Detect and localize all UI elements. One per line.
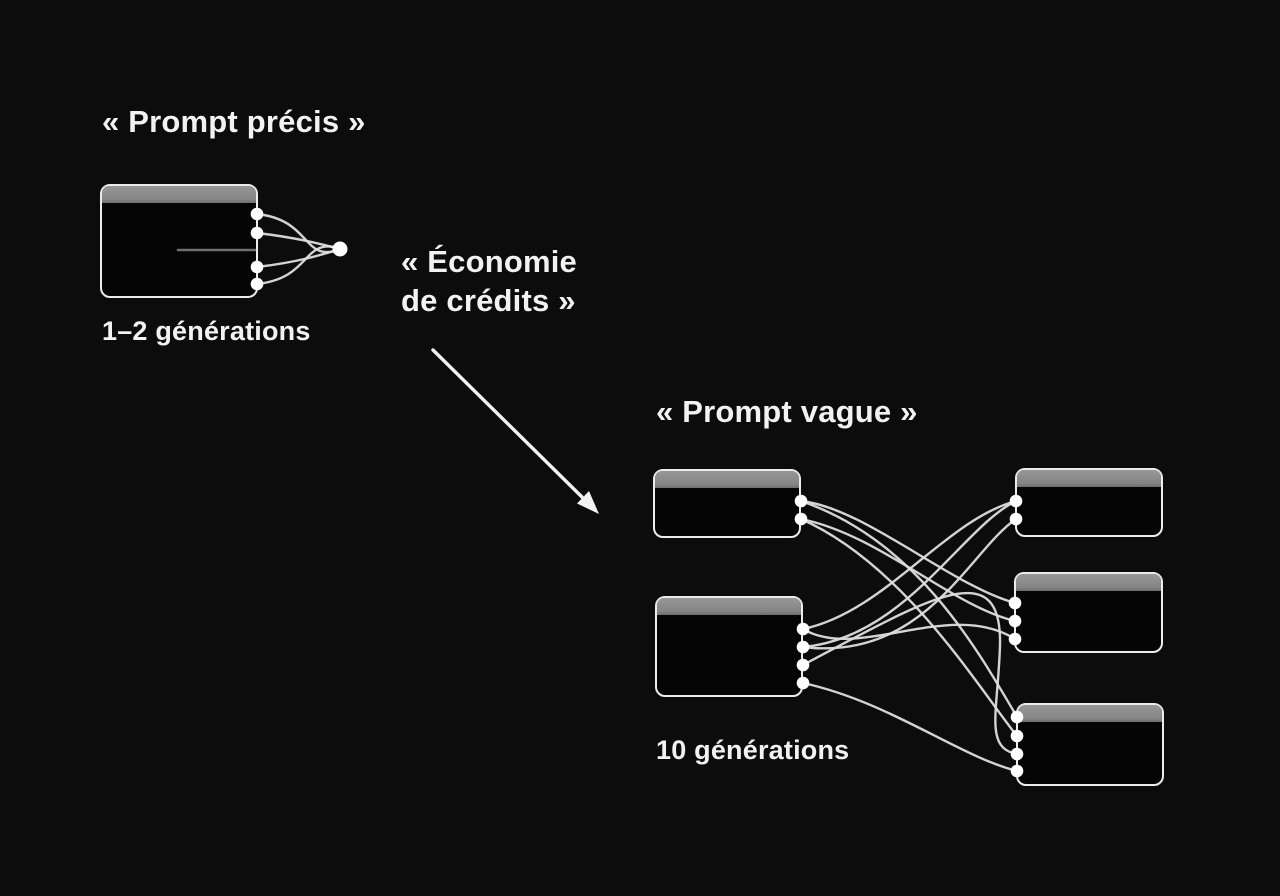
wire [799, 517, 1019, 738]
vague-cluster-title: « Prompt vague » [656, 394, 918, 429]
vague-output-node-1 [1015, 468, 1163, 537]
wire [801, 591, 1019, 756]
output-point-dot [332, 241, 348, 257]
economy-arrow-icon [431, 348, 599, 514]
precise-cluster-title: « Prompt précis » [102, 104, 366, 139]
node-header [655, 471, 799, 488]
economy-label-line2: de crédits » [401, 283, 576, 318]
wire [799, 517, 1017, 623]
wire [801, 499, 1018, 631]
economy-label: « Économie de crédits » [401, 242, 577, 320]
node-header [657, 598, 801, 615]
wire [801, 517, 1018, 650]
vague-input-node-2 [655, 596, 803, 697]
wire [255, 247, 342, 269]
wire [799, 499, 1017, 605]
wire [801, 499, 1018, 649]
node-header [102, 186, 256, 203]
vague-input-node-1 [653, 469, 801, 538]
vague-output-node-2 [1014, 572, 1163, 653]
wire [255, 231, 342, 251]
node-header [1018, 705, 1162, 722]
economy-label-line1: « Économie [401, 244, 577, 279]
vague-cluster-caption: 10 générations [656, 735, 850, 765]
wire [801, 623, 1017, 641]
wire [255, 212, 341, 254]
wire [799, 499, 1019, 719]
node-header [1017, 470, 1161, 487]
wire [255, 245, 341, 286]
precise-cluster-caption: 1–2 générations [102, 316, 311, 346]
precise-input-node [100, 184, 258, 298]
node-header [1016, 574, 1161, 591]
vague-output-node-3 [1016, 703, 1164, 786]
